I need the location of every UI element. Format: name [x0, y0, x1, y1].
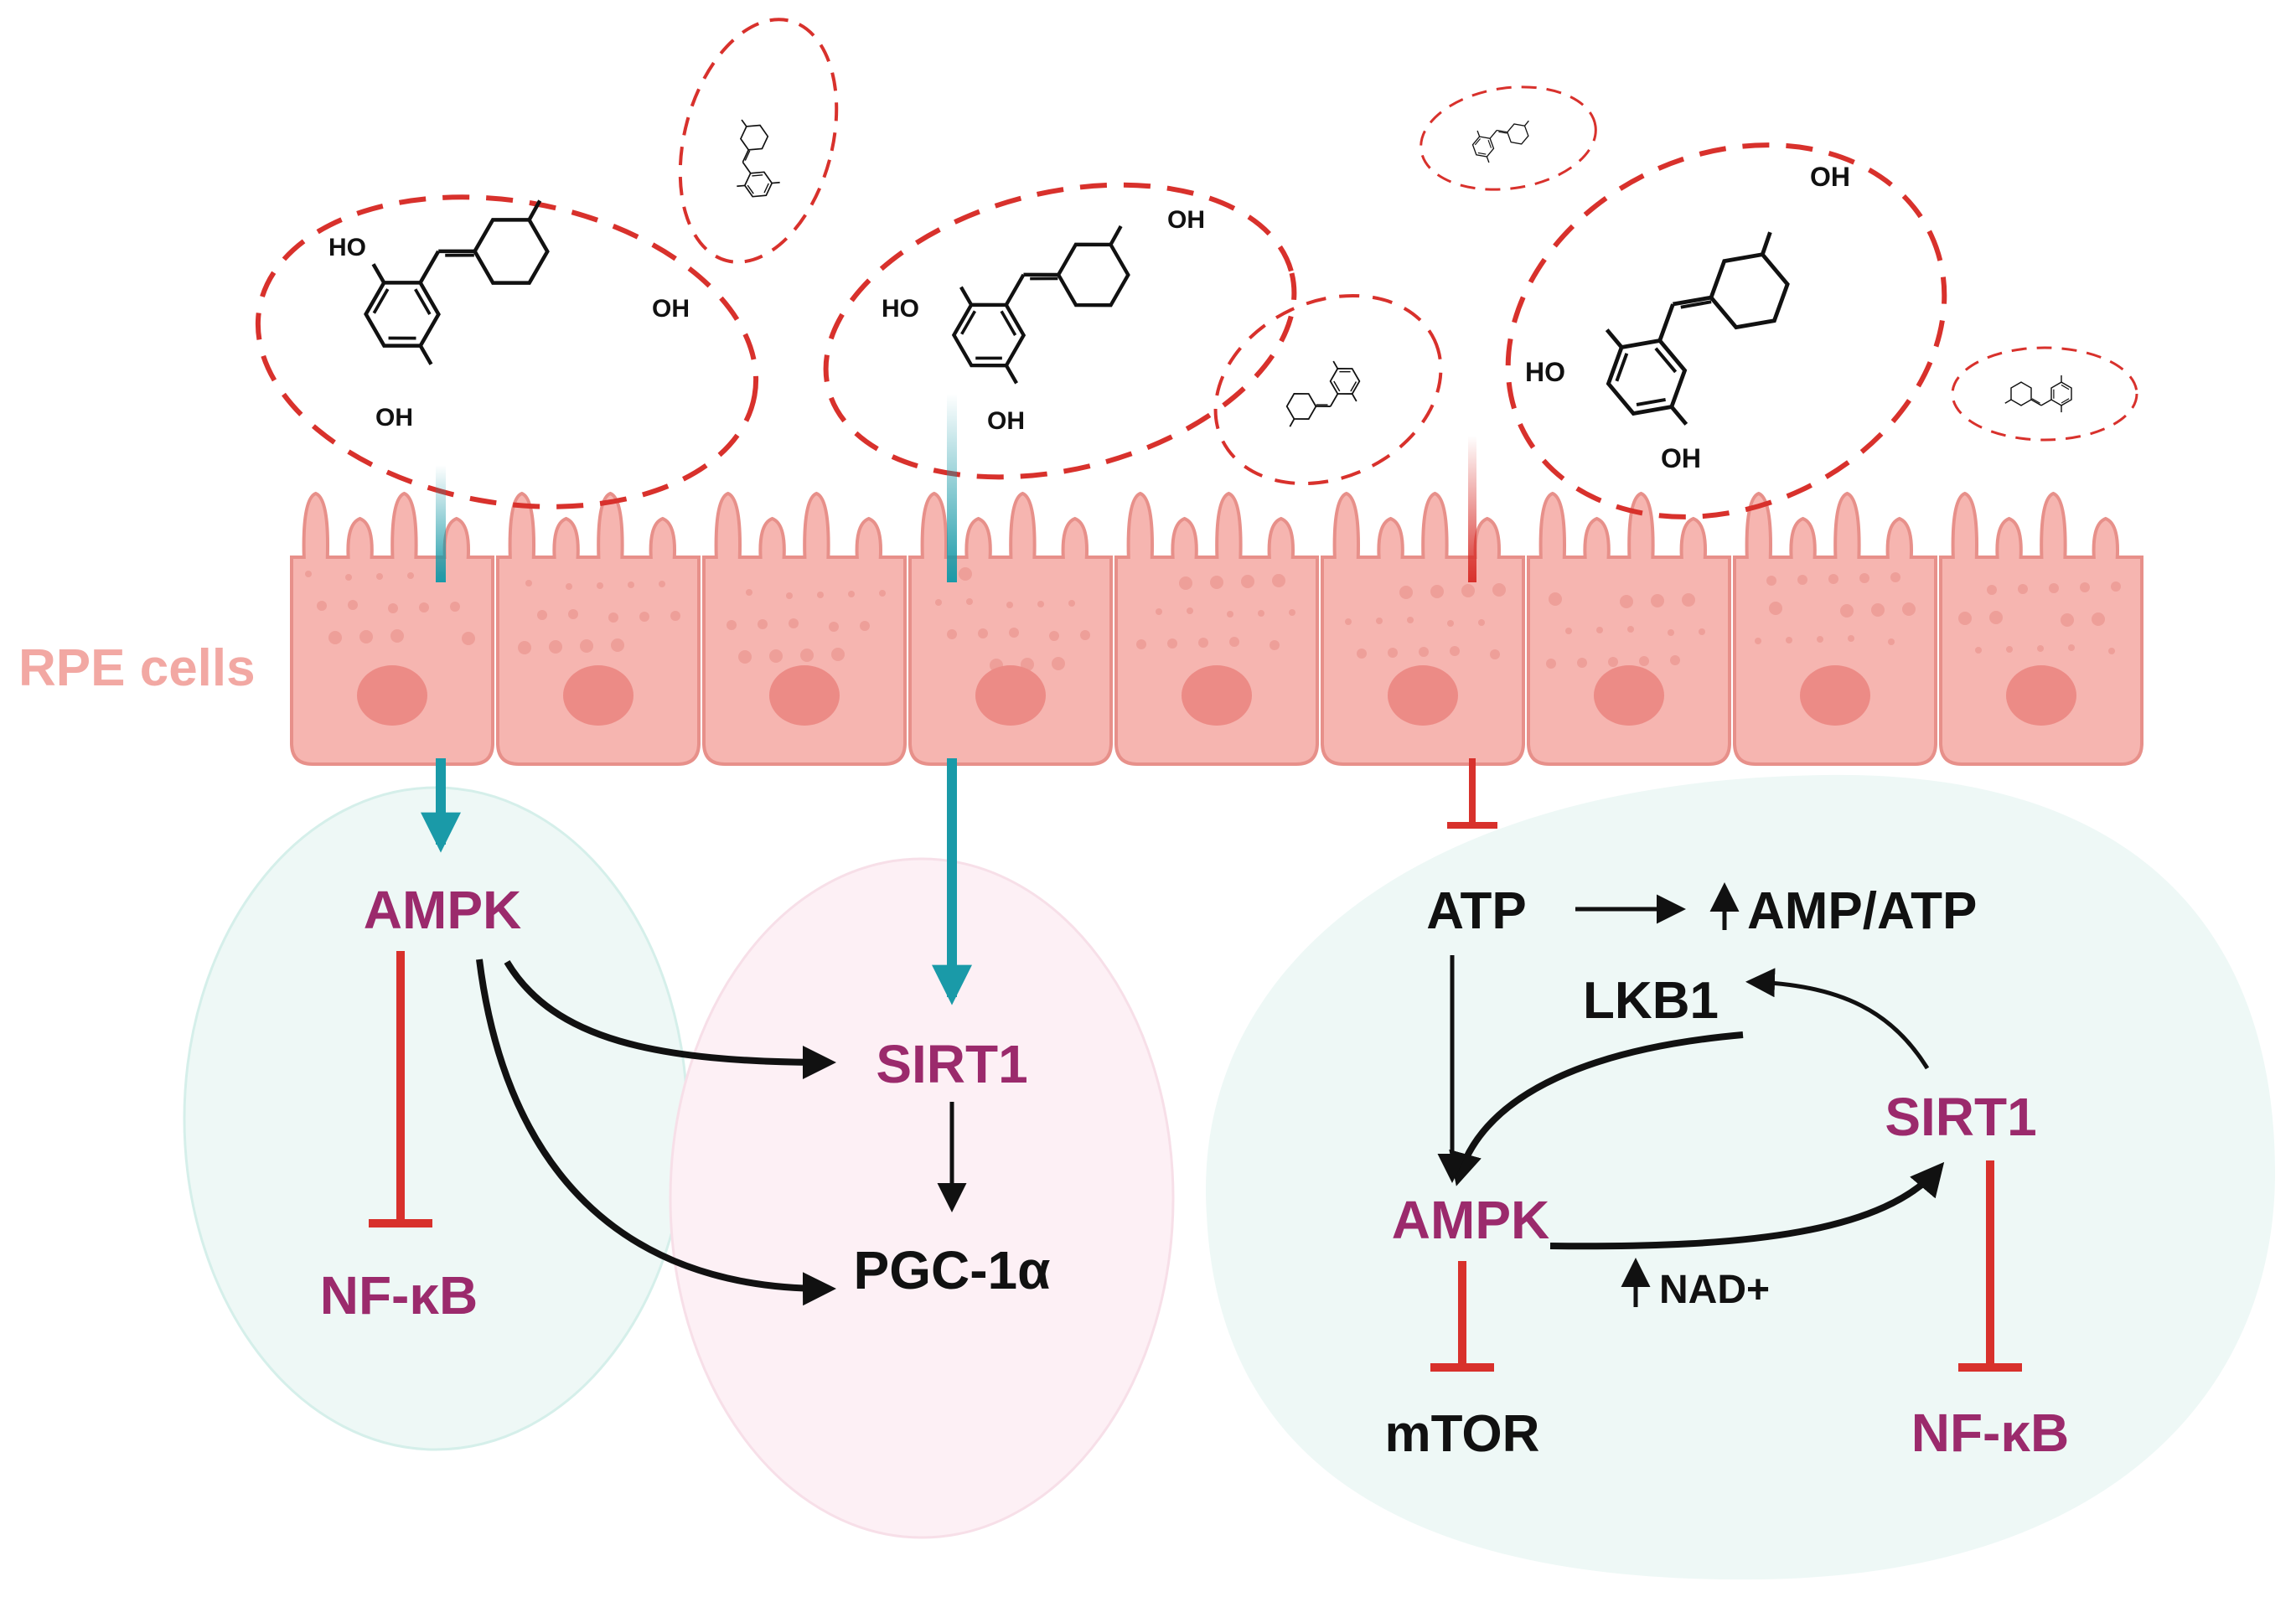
- svg-text:HO: HO: [1525, 357, 1565, 387]
- rpe-cell: [1939, 491, 2143, 766]
- svg-text:OH: OH: [652, 295, 690, 323]
- rpe-cell-layer: [290, 491, 2143, 766]
- arrow-ampk-to-sirt1: [504, 959, 836, 1079]
- cell-nucleus: [1594, 665, 1664, 726]
- svg-text:OH: OH: [375, 404, 413, 432]
- rpe-cell: [702, 491, 907, 766]
- amp-atp-label: AMP/ATP: [1747, 882, 1977, 940]
- cell-nucleus: [563, 665, 633, 726]
- svg-text:HO: HO: [328, 234, 366, 261]
- atp-label: ATP: [1426, 882, 1526, 940]
- teal-connector-2: [947, 394, 957, 582]
- rpe-cells-label: RPE cells: [18, 639, 256, 697]
- resveratrol-molecule-3: HO OH OH: [1505, 142, 1947, 519]
- cell-nucleus: [1388, 665, 1458, 726]
- cell-nucleus: [357, 665, 427, 726]
- svg-text:OH: OH: [1810, 162, 1850, 192]
- right-green-bubble: [1205, 774, 2275, 1580]
- svg-text:OH: OH: [987, 407, 1025, 435]
- svg-text:OH: OH: [1167, 206, 1205, 234]
- inhibit-ampk-nfkb-left: [369, 951, 432, 1227]
- resveratrol-molecule-small-3: [1419, 85, 1597, 191]
- cell-nucleus: [1182, 665, 1252, 726]
- left-sirt1-label: SIRT1: [876, 1034, 1027, 1094]
- resveratrol-molecule-1: HO OH OH: [255, 160, 759, 509]
- red-connector: [1468, 436, 1476, 582]
- lkb1-label: LKB1: [1583, 972, 1719, 1030]
- nad-label: NAD+: [1659, 1268, 1770, 1312]
- cell-nucleus: [1800, 665, 1870, 726]
- rpe-cell: [1527, 491, 1731, 766]
- left-nfkb-label: NF-κB: [320, 1265, 478, 1326]
- inhibit-cells-to-atp: [1447, 758, 1497, 829]
- rpe-cell: [1733, 491, 1937, 766]
- resveratrol-molecule-2: HO OH OH: [823, 182, 1297, 480]
- right-sirt1-label: SIRT1: [1885, 1087, 2036, 1147]
- cell-nucleus: [975, 665, 1046, 726]
- pink-bubble: [669, 857, 1175, 1539]
- svg-text:OH: OH: [1661, 443, 1701, 473]
- arrow-lkb1-to-ampk: [1449, 1031, 1744, 1186]
- right-nfkb-label: NF-κB: [1911, 1403, 2070, 1463]
- pgc1a-label: PGC-1α: [854, 1240, 1051, 1300]
- cell-nucleus: [2006, 665, 2076, 726]
- resveratrol-molecule-small-4: [1951, 346, 2138, 442]
- arrow-ampk-to-sirt1-right: [1549, 1161, 1945, 1250]
- inhibit-sirt1-nfkb-right: [1958, 1160, 2022, 1372]
- mtor-label: mTOR: [1385, 1405, 1540, 1463]
- right-ampk-label: AMPK: [1392, 1190, 1549, 1250]
- inhibit-ampk-mtor: [1430, 1261, 1494, 1372]
- arrow-ampk-to-pgc1a: [476, 959, 836, 1306]
- rpe-cell: [496, 491, 701, 766]
- teal-connector-1: [436, 465, 446, 582]
- resveratrol-molecule-small-2: [1213, 293, 1443, 486]
- rpe-cell: [1114, 491, 1319, 766]
- rpe-cell: [290, 491, 494, 766]
- rpe-cell: [1321, 491, 1525, 766]
- rpe-cell: [908, 491, 1113, 766]
- svg-text:HO: HO: [882, 295, 919, 323]
- left-ampk-label: AMPK: [364, 880, 521, 940]
- cell-nucleus: [769, 665, 840, 726]
- resveratrol-molecule-small-1: [678, 18, 839, 264]
- arrow-sirt1-to-lkb1: [1745, 968, 1930, 1070]
